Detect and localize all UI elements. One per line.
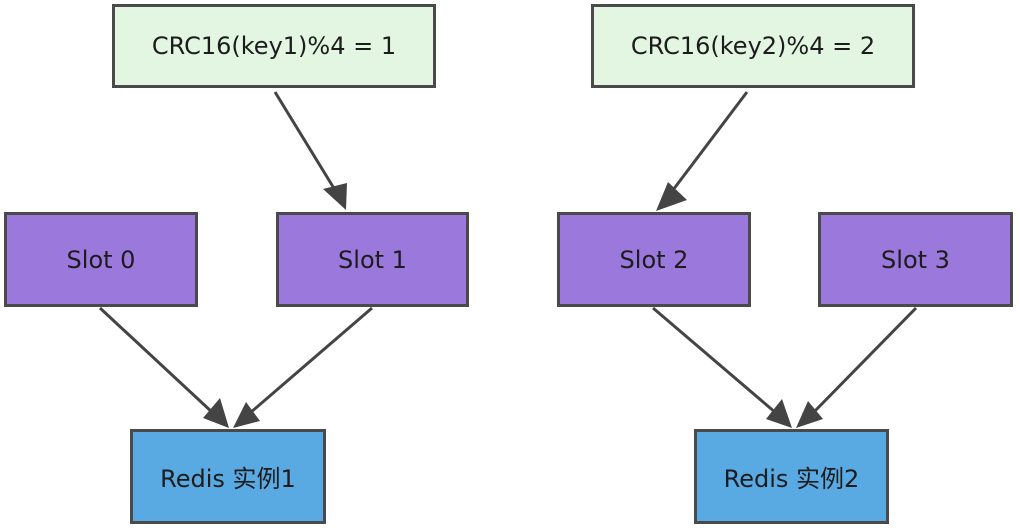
arrowhead-icon bbox=[323, 183, 347, 210]
arrowhead-icon bbox=[766, 399, 792, 428]
hash-node-key1: CRC16(key1)%4 = 1 bbox=[112, 4, 436, 88]
redis-instance-1: Redis 实例1 bbox=[130, 429, 326, 524]
slot-node-1: Slot 1 bbox=[276, 212, 469, 307]
hash-node-key2: CRC16(key2)%4 = 2 bbox=[591, 4, 915, 88]
hash-label-key1: CRC16(key1)%4 = 1 bbox=[151, 32, 397, 60]
slot-label-0: Slot 0 bbox=[66, 245, 136, 274]
arrowhead-icon bbox=[656, 182, 687, 211]
arrowhead-icon bbox=[796, 401, 823, 428]
slot-label-3: Slot 3 bbox=[881, 245, 950, 274]
redis-label-2: Redis 实例2 bbox=[723, 465, 860, 493]
edge-slot2-redis2 bbox=[652, 306, 792, 428]
redis-instance-2: Redis 实例2 bbox=[694, 429, 889, 524]
redis-label-1: Redis 实例1 bbox=[160, 465, 296, 493]
arrowhead-icon bbox=[203, 398, 229, 428]
arrowhead-icon bbox=[233, 402, 260, 428]
slot-node-3: Slot 3 bbox=[818, 212, 1013, 307]
slot-node-0: Slot 0 bbox=[4, 212, 198, 307]
edge-slot0-redis1 bbox=[98, 306, 229, 428]
edge-slot3-redis2 bbox=[796, 306, 918, 428]
edge-hash2-slot2 bbox=[656, 91, 749, 211]
edge-slot1-redis1 bbox=[233, 306, 373, 428]
slot-node-2: Slot 2 bbox=[557, 212, 751, 307]
slot-label-2: Slot 2 bbox=[619, 245, 689, 274]
slot-label-1: Slot 1 bbox=[338, 245, 407, 274]
hash-label-key2: CRC16(key2)%4 = 2 bbox=[630, 32, 876, 60]
edge-hash1-slot1 bbox=[273, 91, 347, 210]
